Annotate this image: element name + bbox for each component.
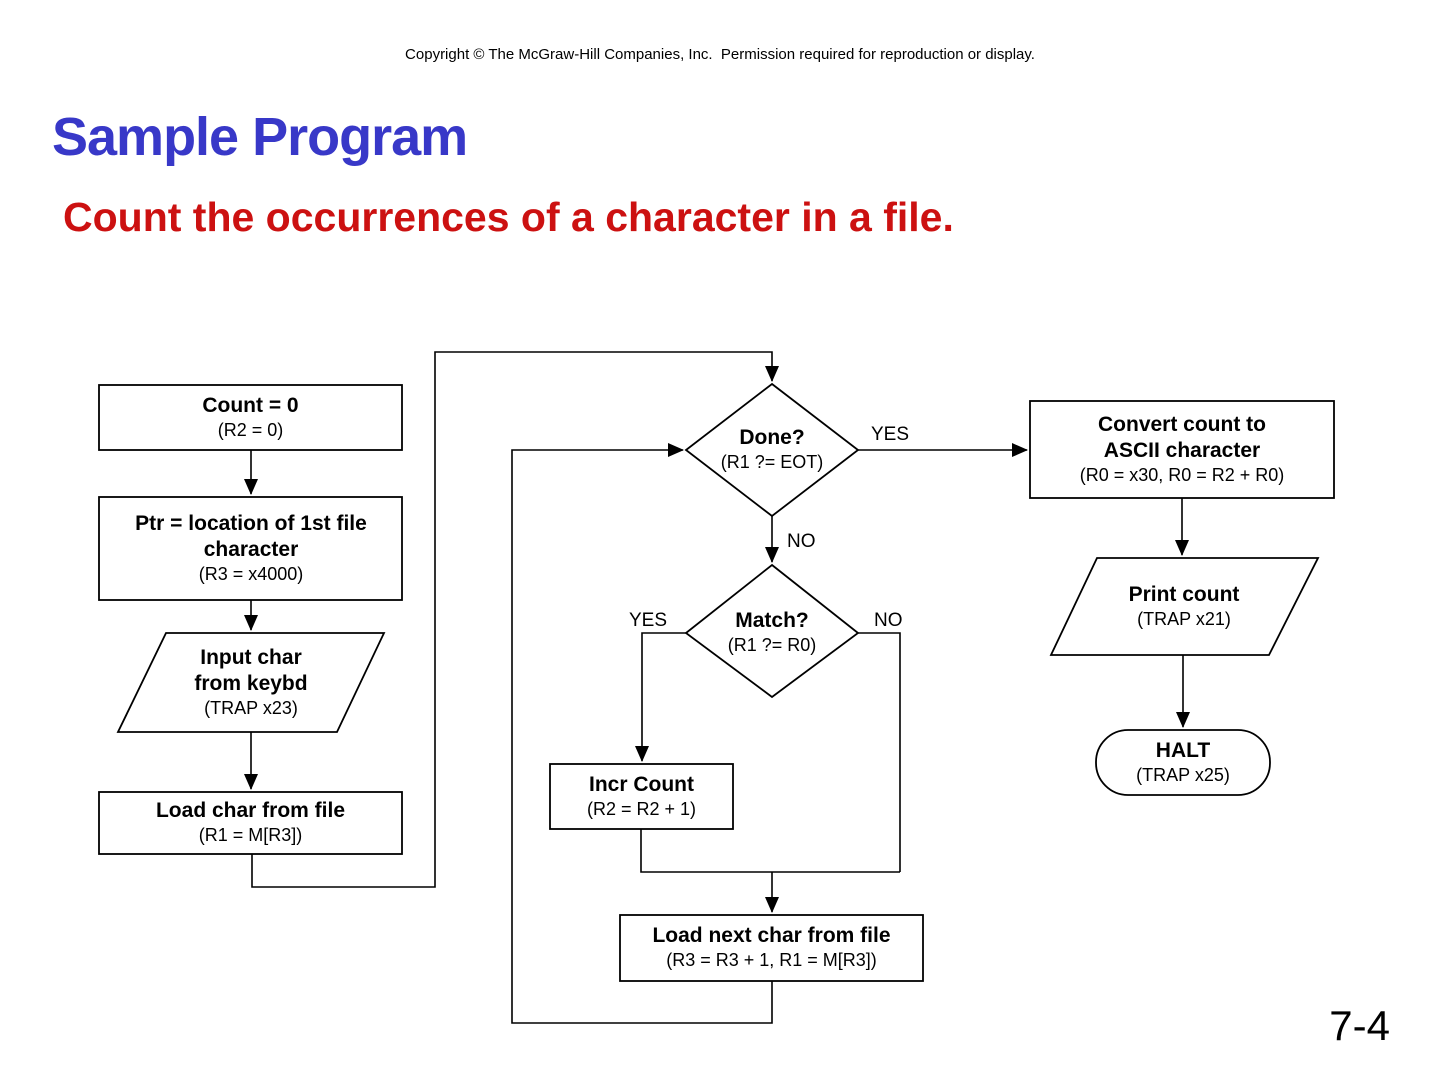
edge-label-match-no: NO <box>874 610 903 631</box>
node-input-char-sub: (TRAP x23) <box>204 698 298 719</box>
page-title: Sample Program <box>52 107 468 167</box>
shape-print-parallelogram <box>1049 557 1320 656</box>
node-count-init-label: Count = 0 <box>202 393 299 417</box>
node-done-sub: (R1 ?= EOT) <box>720 452 824 473</box>
edge-match-no <box>858 632 901 872</box>
node-incr-count-sub: (R2 = R2 + 1) <box>586 798 697 819</box>
edge-load-to-done <box>251 351 779 888</box>
node-halt-label: HALT <box>1155 738 1211 762</box>
edge-label-match-yes: YES <box>629 610 668 631</box>
edge-incr-merge <box>640 829 900 873</box>
node-load-next-label: Load next char from file <box>652 924 891 948</box>
node-done: Done? (R1 ?= EOT) <box>687 418 857 482</box>
node-print-count: Print count (TRAP x21) <box>1074 558 1294 655</box>
shape-match-diamond <box>684 563 860 699</box>
node-load-next: Load next char from file (R3 = R3 + 1, R… <box>610 915 933 981</box>
node-print-count-label: Print count <box>1128 582 1240 606</box>
node-match-label: Match? <box>735 609 809 633</box>
node-convert-sub: (R0 = x30, R0 = R2 + R0) <box>1079 465 1285 486</box>
node-convert-label: Convert count to ASCII character <box>1098 412 1266 462</box>
shape-input-char-parallelogram <box>116 632 386 733</box>
node-load-char-label: Load char from file <box>155 799 346 823</box>
node-count-init: Count = 0 (R2 = 0) <box>99 385 402 450</box>
node-print-count-sub: (TRAP x21) <box>1137 608 1231 629</box>
page-number: 7-4 <box>1329 1002 1390 1049</box>
node-incr-count: Incr Count (R2 = R2 + 1) <box>550 764 733 829</box>
node-done-label: Done? <box>739 426 805 450</box>
node-count-init-sub: (R2 = 0) <box>217 419 284 440</box>
node-ptr-init: Ptr = location of 1st file character (R3… <box>91 497 411 600</box>
node-halt: HALT (TRAP x25) <box>1096 730 1270 795</box>
node-match-sub: (R1 ?= R0) <box>727 635 817 656</box>
node-halt-sub: (TRAP x25) <box>1136 764 1230 785</box>
node-convert: Convert count to ASCII character (R0 = x… <box>1022 401 1342 498</box>
edge-loadnext-loop-to-done <box>511 443 773 1024</box>
shape-load-char-rect <box>98 791 403 855</box>
shape-halt-terminator <box>1095 729 1271 796</box>
node-input-char: Input char from keybd (TRAP x23) <box>140 633 362 732</box>
shape-ptr-init-rect <box>98 496 403 601</box>
shape-incr-count-rect <box>549 763 734 830</box>
node-incr-count-label: Incr Count <box>589 772 694 796</box>
page-subtitle: Count the occurrences of a character in … <box>63 194 954 240</box>
shape-load-next-rect <box>619 914 924 982</box>
edge-match-yes <box>635 632 686 762</box>
node-load-next-sub: (R3 = R3 + 1, R1 = M[R3]) <box>666 950 877 971</box>
shape-convert-rect <box>1029 400 1335 499</box>
node-ptr-init-label: Ptr = location of 1st file character <box>135 511 367 561</box>
copyright-text: Copyright © The McGraw-Hill Companies, I… <box>405 46 1035 63</box>
node-load-char: Load char from file (R1 = M[R3]) <box>99 792 402 854</box>
node-load-char-sub: (R1 = M[R3]) <box>198 825 303 846</box>
edge-label-done-no: NO <box>787 531 816 552</box>
node-input-char-label: Input char from keybd <box>194 645 308 695</box>
shape-done-diamond <box>684 382 860 518</box>
node-ptr-init-sub: (R3 = x4000) <box>198 564 304 585</box>
edge-label-done-yes: YES <box>871 424 910 445</box>
shape-count-init-rect <box>98 384 403 451</box>
node-match: Match? (R1 ?= R0) <box>687 601 857 665</box>
